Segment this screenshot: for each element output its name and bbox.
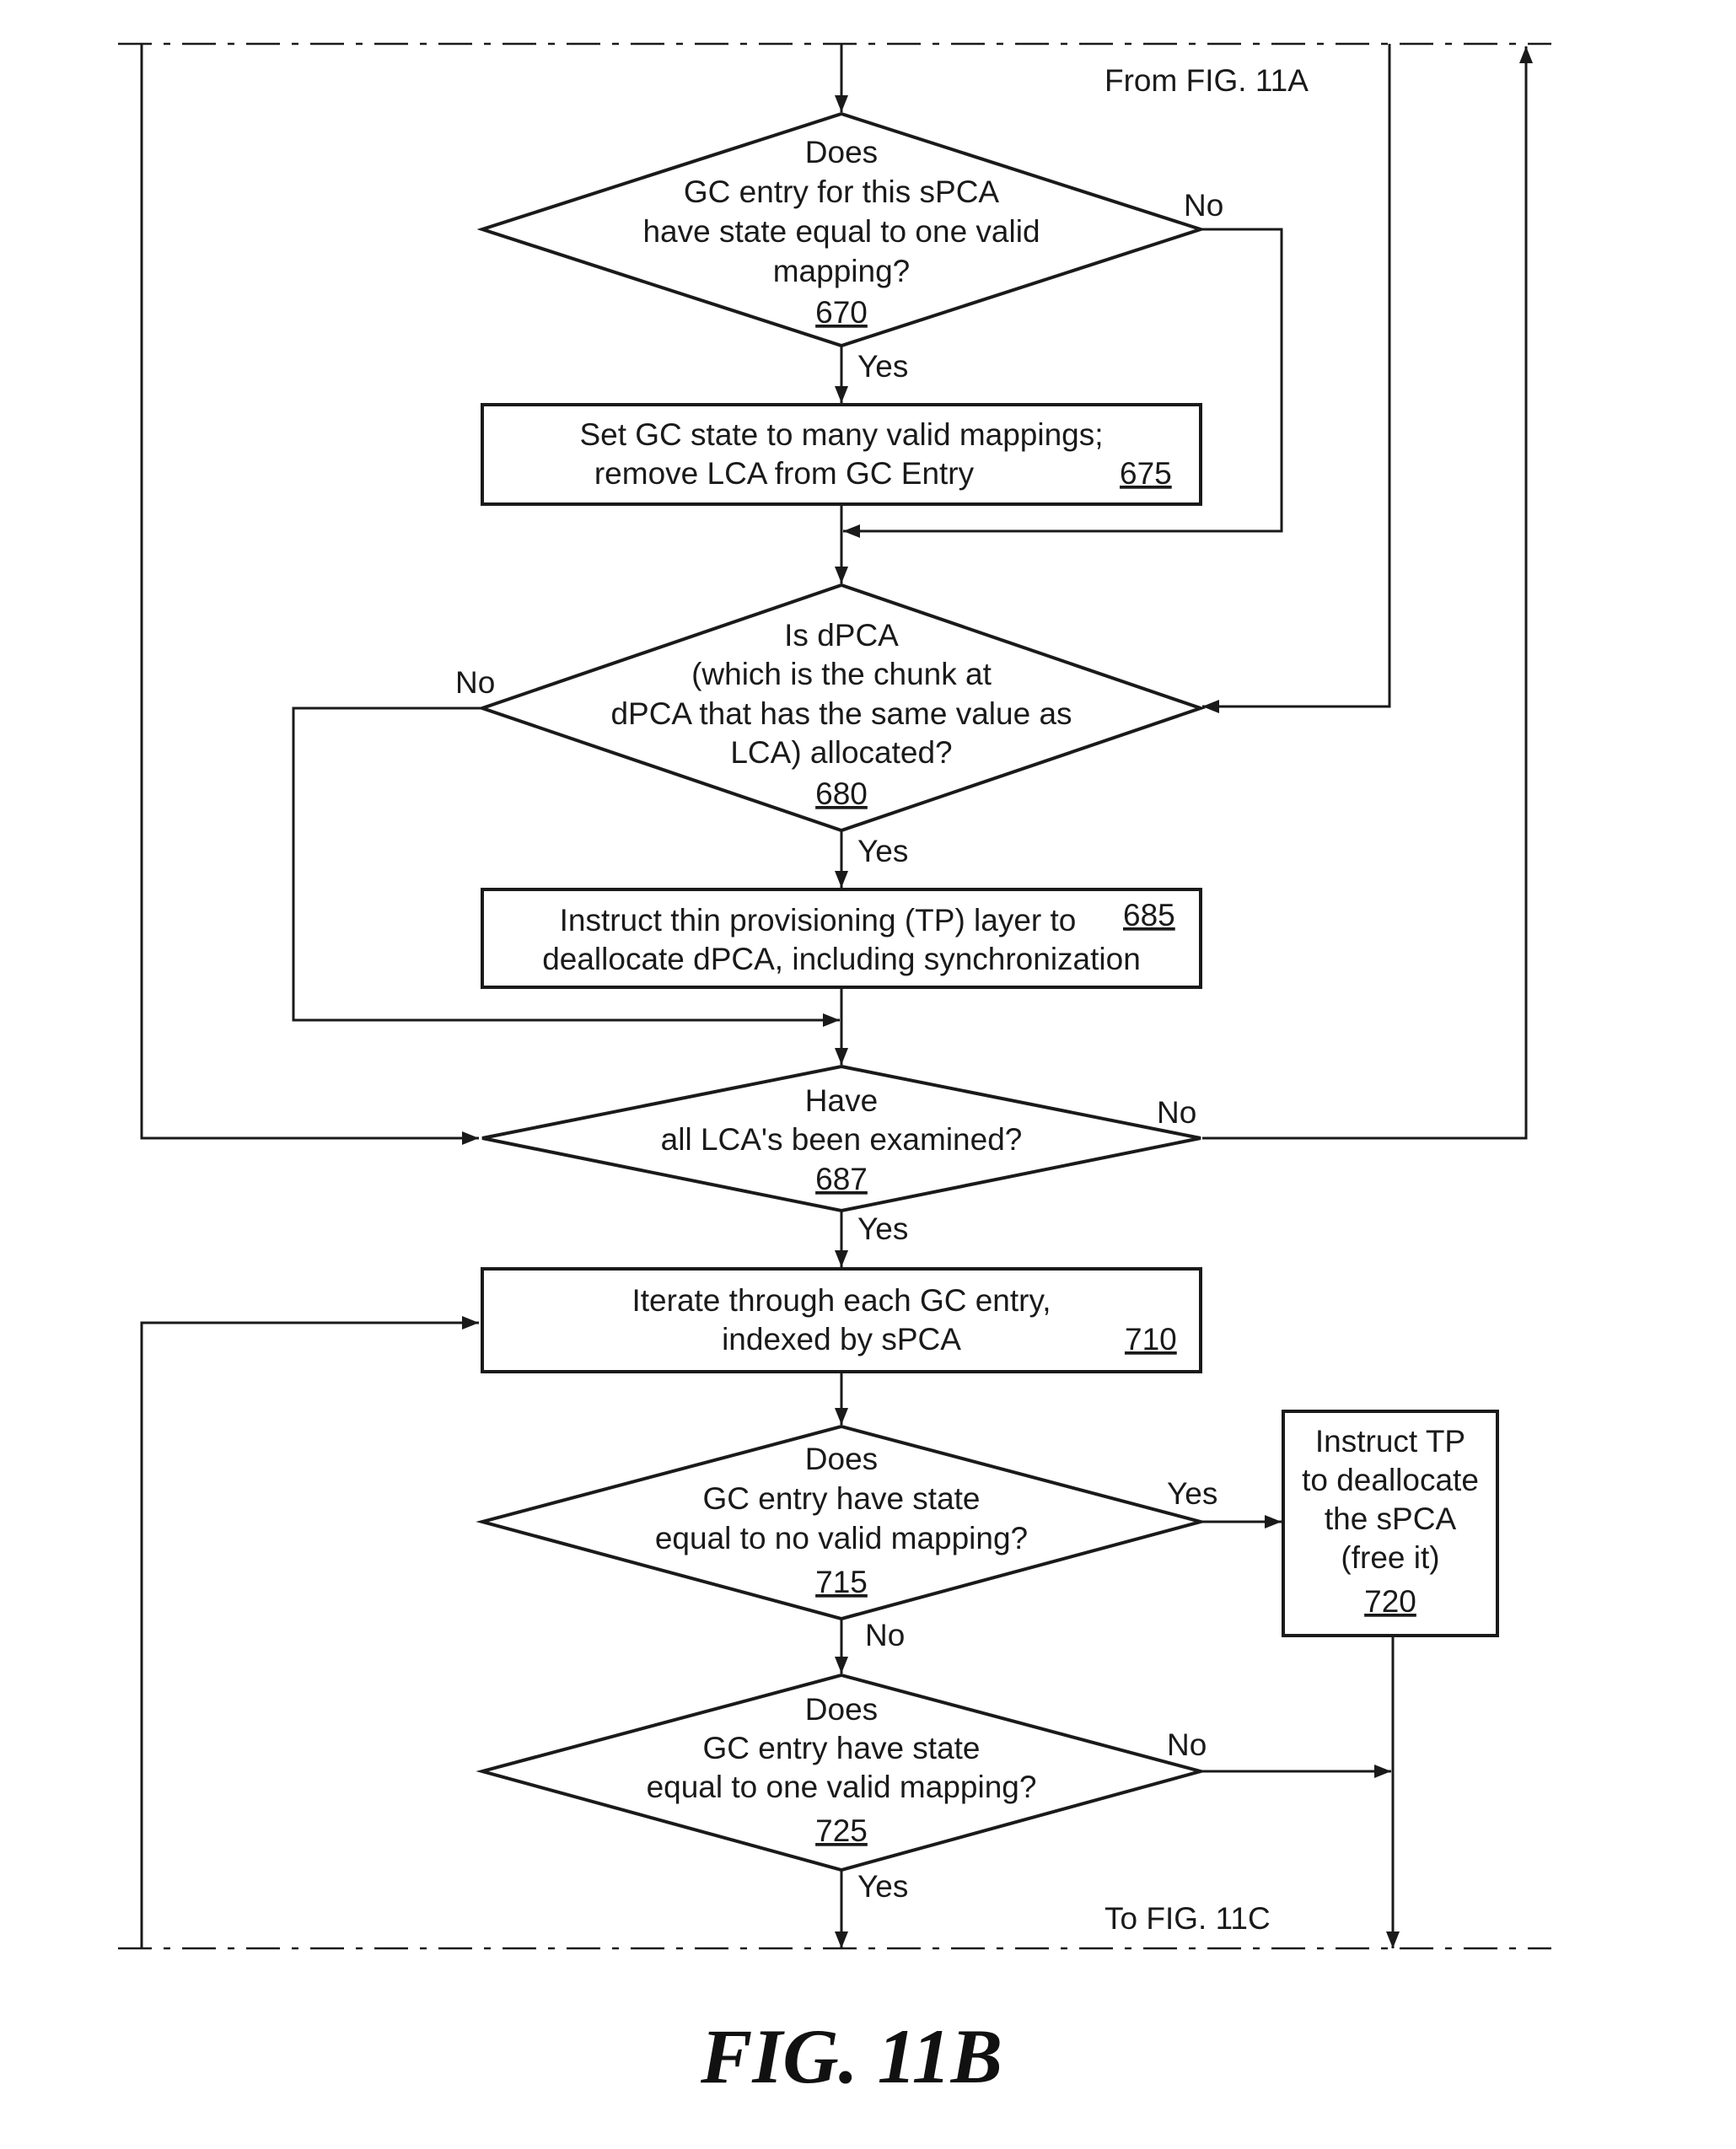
decision-680-ref: 680 <box>815 776 868 811</box>
edge-687-no <box>1202 46 1526 1138</box>
edge-label-715-no: No <box>865 1618 905 1652</box>
decision-715-ref: 715 <box>815 1565 868 1599</box>
decision-715-line-3: equal to no valid mapping? <box>655 1521 1028 1555</box>
process-720-ref: 720 <box>1364 1584 1416 1619</box>
edge-label-680-yes: Yes <box>857 834 908 868</box>
process-675-ref: 675 <box>1120 456 1172 491</box>
decision-715-line-2: GC entry have state <box>702 1481 980 1516</box>
process-675-line-1: Set GC state to many valid mappings; <box>579 417 1103 452</box>
edge-label-715-yes: Yes <box>1167 1476 1217 1511</box>
process-720-line-1: Instruct TP <box>1315 1424 1465 1459</box>
from-fig-11a-label: From FIG. 11A <box>1104 63 1309 98</box>
edge-label-670-yes: Yes <box>857 349 908 384</box>
edge-loop-into-710 <box>142 1323 479 1948</box>
process-685-line-1: Instruct thin provisioning (TP) layer to <box>560 903 1077 938</box>
edge-label-725-yes: Yes <box>857 1869 908 1904</box>
edge-label-687-yes: Yes <box>857 1211 908 1246</box>
decision-680-line-3: dPCA that has the same value as <box>610 696 1072 731</box>
edge-loop-into-687 <box>142 44 479 1138</box>
edge-label-687-no: No <box>1157 1095 1196 1130</box>
edge-label-680-no: No <box>455 665 495 700</box>
decision-725-line-2: GC entry have state <box>702 1731 980 1765</box>
process-675-line-2: remove LCA from GC Entry <box>594 456 975 491</box>
edge-label-725-no: No <box>1167 1727 1207 1762</box>
decision-715-line-1: Does <box>805 1442 878 1476</box>
decision-725-ref: 725 <box>815 1813 868 1848</box>
decision-687-line-1: Have <box>805 1083 878 1118</box>
decision-670-line-3: have state equal to one valid <box>642 214 1040 249</box>
process-685-line-2: deallocate dPCA, including synchronizati… <box>542 942 1141 976</box>
decision-670-line-1: Does <box>805 135 878 169</box>
process-710-line-1: Iterate through each GC entry, <box>632 1283 1051 1318</box>
process-720-line-2: to deallocate <box>1302 1463 1479 1497</box>
decision-670-ref: 670 <box>815 295 868 330</box>
decision-670-line-4: mapping? <box>773 254 911 288</box>
decision-725-line-3: equal to one valid mapping? <box>647 1770 1037 1804</box>
edge-from-fig11a-to-680 <box>1202 44 1389 706</box>
process-720-line-3: the sPCA <box>1325 1502 1457 1536</box>
process-710-line-2: indexed by sPCA <box>722 1322 961 1357</box>
decision-670-line-2: GC entry for this sPCA <box>684 175 1000 209</box>
decision-680-line-1: Is dPCA <box>784 618 899 653</box>
decision-725-line-1: Does <box>805 1692 878 1727</box>
edge-label-670-no: No <box>1184 188 1223 223</box>
process-685-ref: 685 <box>1123 898 1175 932</box>
decision-680-line-4: LCA) allocated? <box>730 735 952 770</box>
process-710-ref: 710 <box>1125 1322 1177 1357</box>
decision-680-line-2: (which is the chunk at <box>691 657 992 691</box>
to-fig-11c-label: To FIG. 11C <box>1104 1901 1271 1936</box>
decision-687-ref: 687 <box>815 1162 868 1196</box>
decision-687-line-2: all LCA's been examined? <box>661 1122 1023 1157</box>
figure-label: FIG. 11B <box>700 2013 1002 2099</box>
process-720-line-4: (free it) <box>1341 1540 1439 1575</box>
